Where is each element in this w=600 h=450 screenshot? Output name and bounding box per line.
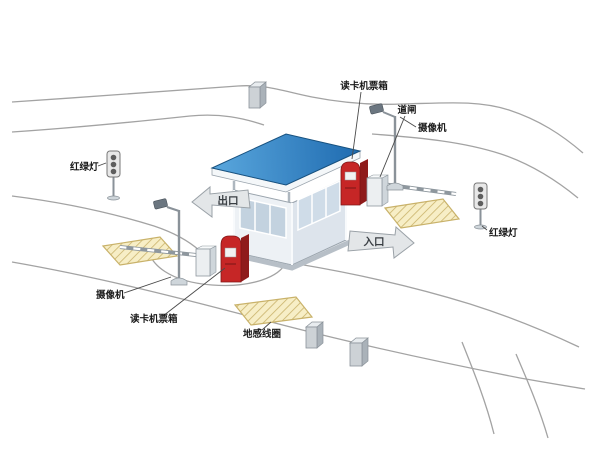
bollard-side-face (259, 81, 267, 109)
bollard-bottom-center (305, 321, 324, 349)
barrier-arm-stripes (381, 182, 457, 196)
label-text: 道闸 (397, 104, 416, 116)
traffic-light-lamp (477, 186, 484, 193)
booth-window-left (239, 197, 287, 239)
arrow-shape (191, 185, 251, 218)
camera-pole-bottom (153, 198, 188, 286)
label-card-reader-bottom: 读卡机票箱 (130, 267, 226, 325)
leader-line (481, 225, 488, 231)
label-text: 红绿灯 (70, 161, 99, 173)
machine-front (340, 161, 361, 206)
road-line-branch-b (515, 353, 549, 439)
machine-side (241, 234, 249, 282)
road-line-entry-lower (297, 263, 580, 348)
roads (11, 85, 586, 439)
bollard-bottom-right (349, 337, 369, 367)
machine-panel (344, 171, 357, 181)
label-text: 摄像机 (418, 122, 447, 134)
bollard-top (248, 81, 267, 109)
road-line-top-outer (11, 85, 584, 154)
label-barrier-gate: 道闸 (379, 104, 417, 178)
camera-pole-top (369, 103, 404, 191)
label-text: 红绿灯 (489, 227, 518, 239)
traffic-light-base (107, 195, 120, 201)
label-text: 摄像机 (96, 289, 125, 301)
traffic-light-lamp (110, 161, 117, 168)
leader-line (351, 91, 362, 160)
machine-panel (224, 247, 237, 258)
leader-line (97, 162, 107, 167)
ticket-machine-right (340, 159, 368, 206)
leader-line (261, 321, 272, 331)
road-line-bottom-outer (11, 261, 586, 390)
barrier-cabinet-side (209, 245, 217, 277)
bollard-front-face (349, 342, 363, 367)
entrance-arrow: 入口 (347, 225, 415, 259)
ground-coil-right (383, 198, 461, 229)
traffic-light-lamp (110, 154, 117, 161)
exit-label: 出口 (218, 194, 239, 207)
camera-crossarm (382, 111, 396, 118)
label-traffic-light-right: 红绿灯 (481, 225, 518, 239)
barrier-arm (119, 245, 197, 257)
barrier-cabinet-front (366, 177, 383, 207)
arrow-shape (347, 225, 415, 259)
label-text: 读卡机票箱 (340, 80, 388, 92)
camera-head (369, 103, 384, 115)
barrier-cabinet-side (381, 174, 389, 207)
bollard-front-face (305, 326, 318, 349)
traffic-light-right (473, 182, 488, 230)
machine-side (360, 159, 368, 205)
label-card-reader-top: 读卡机票箱 (340, 80, 388, 160)
bollard-side-face (361, 337, 369, 367)
road-line-top-inner-left (11, 114, 265, 133)
leader-line (123, 276, 172, 294)
label-text: 地感线圈 (243, 328, 281, 340)
ground-coil-bottom (233, 296, 314, 326)
traffic-light-lamp (110, 168, 117, 175)
machine-front (220, 235, 242, 283)
road-line-branch-a (461, 341, 495, 435)
leader-line (399, 116, 417, 128)
exit-arrow: 出口 (191, 185, 251, 218)
label-camera-bottom: 摄像机 (96, 276, 172, 301)
road-line-top-inner-right (371, 133, 579, 199)
label-text: 读卡机票箱 (130, 313, 178, 325)
booth-roof (210, 133, 362, 186)
booth-base (229, 239, 352, 271)
barrier-gate-left (119, 245, 217, 277)
camera-crossarm (166, 206, 180, 212)
callout-labels: 读卡机票箱 道闸 摄像机 红绿灯 摄像机 读卡机票箱 地感线圈 红绿灯 (70, 80, 518, 340)
leader-line (379, 115, 406, 178)
camera-base (386, 182, 404, 191)
label-ground-coil: 地感线圈 (243, 321, 281, 340)
camera-base (170, 277, 188, 286)
road-line-median-left (11, 195, 201, 252)
traffic-light-left (106, 150, 121, 201)
leader-line (162, 267, 226, 317)
entrance-label: 入口 (364, 236, 385, 248)
guard-booth (210, 133, 362, 271)
traffic-light-lamp (477, 200, 484, 207)
traffic-light-base (474, 224, 487, 230)
ticket-machine-left (220, 234, 249, 283)
traffic-light-lamp (477, 193, 484, 200)
barrier-cabinet-front (195, 248, 211, 277)
bollard-front-face (248, 86, 261, 109)
label-camera-top: 摄像机 (399, 116, 447, 134)
ground-coils (101, 198, 461, 326)
label-traffic-light-left: 红绿灯 (70, 161, 107, 173)
bollard-side-face (316, 321, 324, 349)
camera-head (153, 198, 168, 210)
